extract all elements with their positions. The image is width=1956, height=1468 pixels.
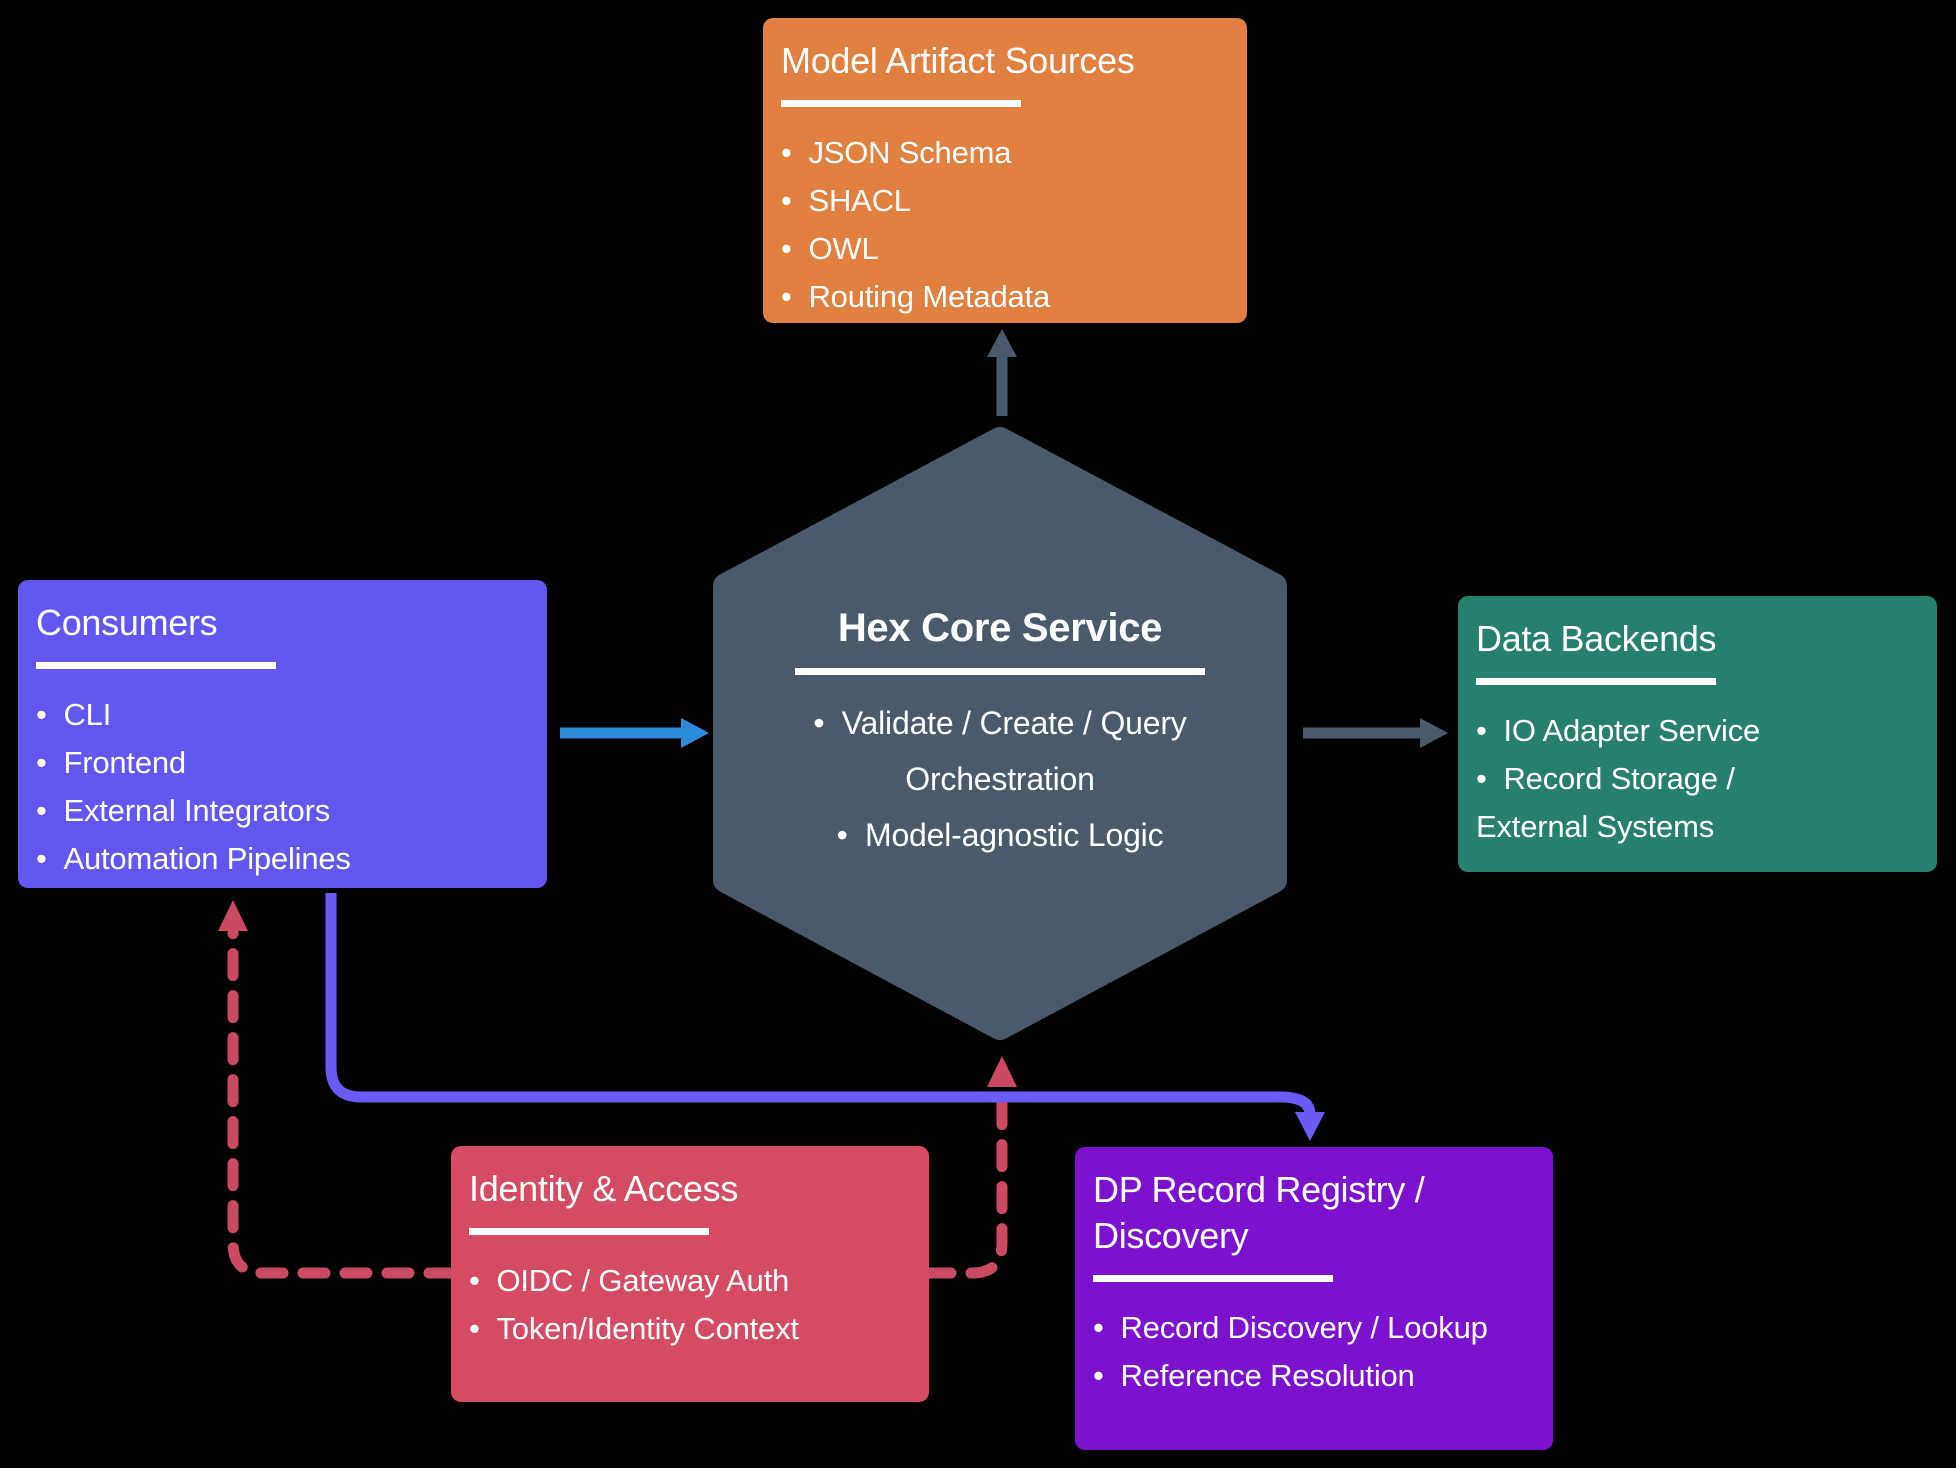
box-title: Identity & Access — [469, 1168, 739, 1209]
list-item: Frontend — [36, 739, 529, 787]
data-backends-box: Data Backends IO Adapter Service Record … — [1458, 596, 1937, 872]
arrow-consumers-to-core-head — [681, 718, 709, 748]
box-title: Model Artifact Sources — [781, 40, 1135, 81]
box-item-list: OIDC / Gateway Auth Token/Identity Conte… — [469, 1257, 911, 1353]
arrow-identity-to-consumers-head — [218, 900, 248, 931]
consumers-box: Consumers CLI Frontend External Integrat… — [18, 580, 547, 888]
box-item-list: CLI Frontend External Integrators Automa… — [36, 691, 529, 883]
title-divider — [36, 662, 276, 669]
list-item: Record Discovery / Lookup — [1093, 1304, 1535, 1352]
title-divider — [1476, 678, 1716, 685]
box-title: Consumers — [36, 602, 218, 643]
list-item: IO Adapter Service — [1476, 707, 1806, 755]
list-item: Routing Metadata — [781, 273, 1229, 321]
title-divider — [469, 1228, 709, 1235]
title-divider — [781, 100, 1021, 107]
arrow-core-to-backends-head — [1420, 718, 1448, 748]
list-item: OWL — [781, 225, 1229, 273]
title-divider — [1093, 1275, 1333, 1282]
dp-record-registry-box: DP Record Registry / Discovery Record Di… — [1075, 1147, 1553, 1450]
arrow-identity-to-core-line — [923, 1080, 1008, 1279]
list-item: SHACL — [781, 177, 1229, 225]
list-item: Reference Resolution — [1093, 1352, 1535, 1400]
hexagon-item-list: Validate / Create / Query Orchestration … — [765, 695, 1235, 863]
box-title: DP Record Registry / Discovery — [1093, 1169, 1425, 1256]
list-item: JSON Schema — [781, 129, 1229, 177]
arrow-consumers-to-registry-line — [325, 893, 1316, 1115]
list-item: OIDC / Gateway Auth — [469, 1257, 911, 1305]
list-item: Validate / Create / Query Orchestration — [765, 695, 1235, 807]
box-item-list: Record Discovery / Lookup Reference Reso… — [1093, 1304, 1535, 1400]
arrow-consumers-to-registry-head — [1295, 1112, 1325, 1141]
list-item: Record Storage / External Systems — [1476, 755, 1806, 851]
box-item-list: IO Adapter Service Record Storage / Exte… — [1476, 707, 1919, 851]
list-item: Automation Pipelines — [36, 835, 529, 883]
identity-access-box: Identity & Access OIDC / Gateway Auth To… — [451, 1146, 929, 1402]
list-item: Token/Identity Context — [469, 1305, 911, 1353]
arrow-core-to-artifacts-head — [987, 329, 1017, 357]
box-title: Data Backends — [1476, 618, 1717, 659]
hexagon-title: Hex Core Service — [837, 606, 1163, 650]
model-artifact-sources-box: Model Artifact Sources JSON Schema SHACL… — [763, 18, 1247, 323]
arrow-identity-to-core-head — [987, 1056, 1017, 1087]
list-item: Model-agnostic Logic — [765, 807, 1235, 863]
list-item: External Integrators — [36, 787, 529, 835]
hex-core-service: Hex Core Service Validate / Create / Que… — [713, 427, 1287, 1040]
title-divider — [795, 668, 1205, 675]
arrow-identity-to-consumers-line — [227, 924, 457, 1279]
list-item: CLI — [36, 691, 529, 739]
box-item-list: JSON Schema SHACL OWL Routing Metadata — [781, 129, 1229, 321]
